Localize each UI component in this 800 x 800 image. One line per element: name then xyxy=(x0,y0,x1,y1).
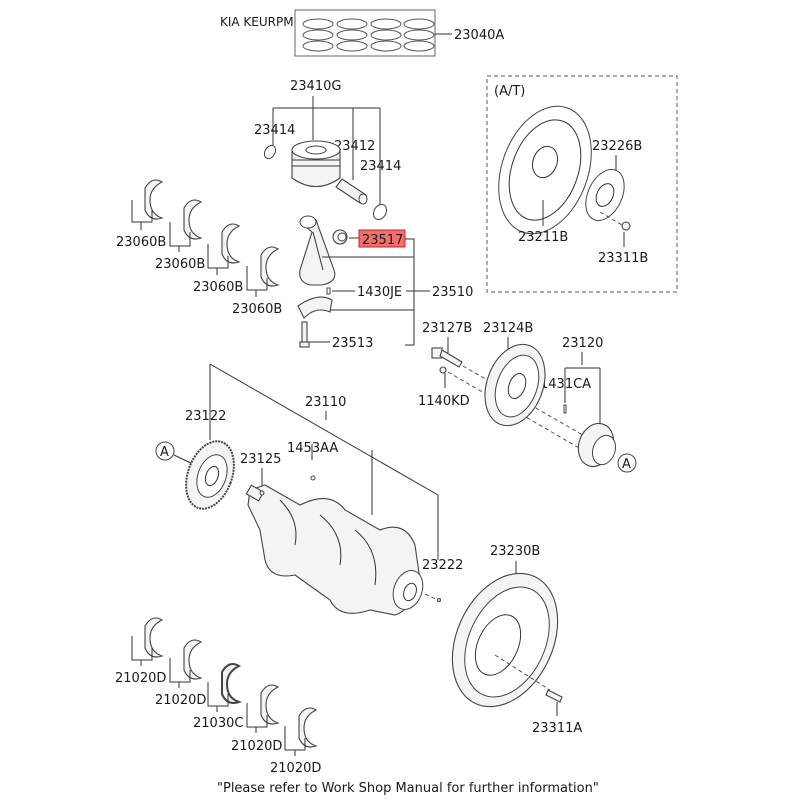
main-bearing-1[interactable] xyxy=(131,617,164,661)
thrust-bearing[interactable] xyxy=(207,663,243,707)
pulley-bolt[interactable] xyxy=(431,347,463,368)
callout-21020D-2[interactable]: 21020D xyxy=(155,693,206,708)
callout-23110[interactable]: 23110 xyxy=(305,395,346,410)
connecting-rod[interactable] xyxy=(299,215,336,286)
woodruff-key[interactable] xyxy=(259,490,265,496)
conrod-bearing-1[interactable] xyxy=(131,179,164,223)
key[interactable] xyxy=(563,404,567,414)
footer-note: "Please refer to Work Shop Manual for fu… xyxy=(217,781,599,796)
piston-ring-set[interactable] xyxy=(294,9,436,57)
crankshaft-sprocket[interactable] xyxy=(573,419,620,472)
callout-23414-right[interactable]: 23414 xyxy=(360,159,401,174)
conrod-bearing-4[interactable] xyxy=(246,246,280,291)
crankshaft-pulley[interactable] xyxy=(474,336,555,434)
flex-plate-bolt[interactable] xyxy=(621,221,631,231)
at-section-label: (A/T) xyxy=(494,84,525,99)
callout-23222[interactable]: 23222 xyxy=(422,558,463,573)
callout-23230B[interactable]: 23230B xyxy=(490,544,540,559)
drive-plate[interactable] xyxy=(482,93,608,246)
callout-21030C[interactable]: 21030C xyxy=(193,716,243,731)
crankshaft[interactable] xyxy=(245,484,428,616)
washer-bolt[interactable] xyxy=(439,366,447,374)
at-section-box xyxy=(486,75,678,293)
callout-23040A[interactable]: 23040A xyxy=(454,28,504,43)
callout-23127B[interactable]: 23127B xyxy=(422,321,472,336)
callout-23060B-3[interactable]: 23060B xyxy=(193,280,243,295)
callout-23510[interactable]: 23510 xyxy=(432,285,473,300)
conrod-bearing-2[interactable] xyxy=(169,199,203,247)
callout-23311A[interactable]: 23311A xyxy=(532,721,582,736)
callout-23120[interactable]: 23120 xyxy=(562,336,603,351)
callout-23060B-2[interactable]: 23060B xyxy=(155,257,205,272)
small-end-bushing[interactable] xyxy=(332,229,348,245)
callout-23211B[interactable]: 23211B xyxy=(518,230,568,245)
callout-23125[interactable]: 23125 xyxy=(240,452,281,467)
callout-1453AA[interactable]: 1453AA xyxy=(287,441,338,456)
callout-23410G[interactable]: 23410G xyxy=(290,79,341,94)
callout-21020D-4[interactable]: 21020D xyxy=(270,761,321,776)
main-bearing-4[interactable] xyxy=(284,707,318,751)
callout-21020D-3[interactable]: 21020D xyxy=(231,739,282,754)
callout-23414-left[interactable]: 23414 xyxy=(254,123,295,138)
flywheel[interactable] xyxy=(432,556,578,723)
callout-21020D-1[interactable]: 21020D xyxy=(115,671,166,686)
pin[interactable] xyxy=(436,597,442,603)
marker-a-left-label: A xyxy=(160,445,169,460)
piston-pin[interactable] xyxy=(335,178,368,205)
callout-23060B-4[interactable]: 23060B xyxy=(232,302,282,317)
callout-23122[interactable]: 23122 xyxy=(185,409,226,424)
callout-23060B-1[interactable]: 23060B xyxy=(116,235,166,250)
main-bearing-3[interactable] xyxy=(246,684,280,728)
callout-1140KD[interactable]: 1140KD xyxy=(418,394,470,409)
callout-23124B[interactable]: 23124B xyxy=(483,321,533,336)
rod-bolt[interactable] xyxy=(299,321,310,348)
plug[interactable] xyxy=(310,475,316,481)
marker-a-right-label: A xyxy=(622,457,631,472)
rod-cap[interactable] xyxy=(297,296,333,319)
callout-1431CA[interactable]: 1431CA xyxy=(540,377,591,392)
callout-23226B[interactable]: 23226B xyxy=(592,139,642,154)
callout-23517[interactable]: 23517 xyxy=(362,233,403,248)
reference-marker-a-right xyxy=(617,453,637,473)
reference-marker-a-left xyxy=(155,441,175,461)
callout-1430JE[interactable]: 1430JE xyxy=(357,285,402,300)
callout-23311B[interactable]: 23311B xyxy=(598,251,648,266)
main-bearing-2[interactable] xyxy=(169,639,203,683)
callout-23412[interactable]: 23412 xyxy=(334,139,375,154)
conrod-bearing-3[interactable] xyxy=(207,223,241,269)
callout-23513[interactable]: 23513 xyxy=(332,336,373,351)
rod-bolt-pin[interactable] xyxy=(326,287,331,295)
crankshaft-gear[interactable] xyxy=(177,435,242,516)
adapter-plate[interactable] xyxy=(578,163,632,226)
flywheel-bolt[interactable] xyxy=(545,689,563,703)
snap-ring-right[interactable] xyxy=(371,202,389,222)
piston[interactable] xyxy=(291,140,341,188)
snap-ring-left[interactable] xyxy=(262,143,278,160)
